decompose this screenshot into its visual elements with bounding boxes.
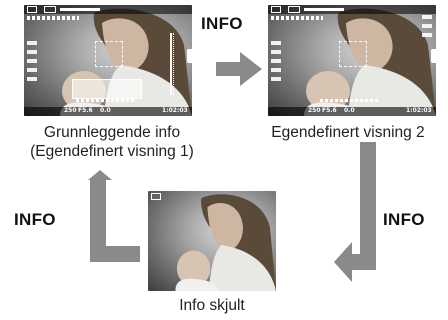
settings-icons-row <box>271 16 323 20</box>
caption-basic-info-line2: (Egendefinert visning 1) <box>30 143 194 160</box>
arrow-right-icon <box>216 52 262 86</box>
left-settings-column <box>271 41 281 81</box>
shutter-speed: 250 <box>308 107 321 114</box>
remaining-recording-time: 1:02:03 <box>406 107 432 114</box>
level-gauge <box>76 99 136 102</box>
exposure-compensation: 0.0 <box>344 107 355 114</box>
side-tab <box>187 49 192 63</box>
screen-basic-info: 250 F5.6 0.0 1:02:03 <box>24 5 192 116</box>
image-stabilizer-indicator <box>288 6 300 13</box>
mother-and-baby-photo <box>304 8 436 116</box>
mother-and-baby-photo <box>175 194 276 291</box>
histogram <box>72 79 142 99</box>
battery-level-bar <box>60 8 100 11</box>
info-button-label-right: INFO <box>383 210 425 229</box>
caption-info-hidden: Info skjult <box>179 297 245 314</box>
arrow-down-left-icon <box>334 142 376 282</box>
caption-basic-info-line1: Grunnleggende info <box>43 124 181 141</box>
aperture: F5.6 <box>78 107 93 114</box>
screen-info-hidden <box>148 191 276 291</box>
aperture: F5.6 <box>322 107 337 114</box>
info-button-label-left: INFO <box>14 210 56 229</box>
settings-icons-row <box>27 16 79 20</box>
shutter-speed: 250 <box>64 107 77 114</box>
mode-indicator <box>151 193 161 200</box>
exposure-compensation: 0.0 <box>100 107 111 114</box>
side-tab <box>431 49 436 63</box>
left-settings-column <box>27 41 37 81</box>
caption-custom-view-2: Egendefinert visning 2 <box>271 124 425 141</box>
mode-indicator <box>271 6 281 13</box>
info-button-label-top: INFO <box>201 14 243 33</box>
remaining-recording-time: 1:02:03 <box>162 107 188 114</box>
arrow-up-right-icon <box>88 170 140 262</box>
screen-custom-view-2: 250 F5.6 0.0 1:02:03 <box>268 5 436 116</box>
af-target-frame <box>95 41 123 67</box>
right-settings-column <box>422 15 432 39</box>
level-gauge <box>320 99 380 102</box>
top-status-bar <box>24 5 192 14</box>
battery-level-bar <box>304 8 344 11</box>
exposure-scale-vertical <box>170 33 174 95</box>
af-target-frame <box>339 41 367 67</box>
bottom-status-bar <box>24 107 192 116</box>
image-stabilizer-indicator <box>44 6 56 13</box>
top-status-bar <box>268 5 436 14</box>
mode-indicator <box>27 6 37 13</box>
bottom-status-bar <box>268 107 436 116</box>
